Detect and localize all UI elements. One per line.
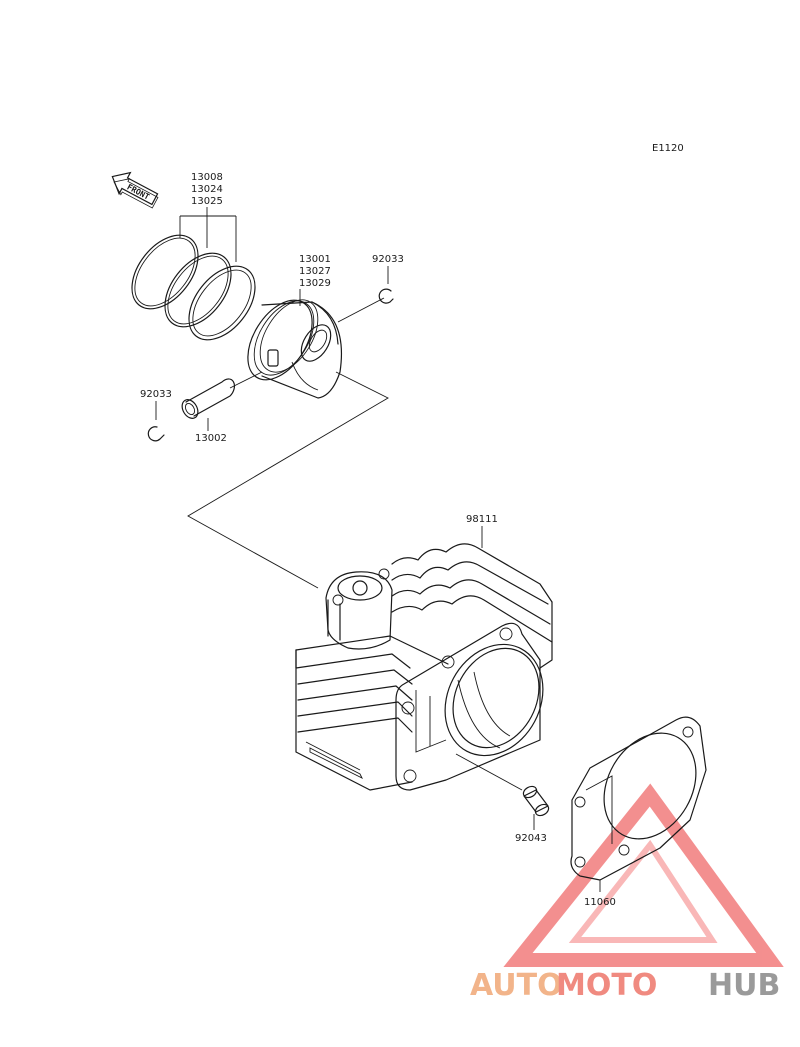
pin-axis-line-right <box>337 297 385 323</box>
label-ring-2: 13024 <box>191 184 223 195</box>
front-arrow-icon: FRONT <box>111 171 159 209</box>
dowel-pin <box>522 785 550 817</box>
ring-leader-lines <box>179 207 237 262</box>
label-circlip-right: 92033 <box>372 254 404 265</box>
label-piston-2: 13027 <box>299 266 331 277</box>
label-piston-1: 13001 <box>299 254 331 265</box>
label-circlip-left: 92033 <box>140 389 172 400</box>
cylinder-gasket <box>570 716 707 881</box>
diagram-code: E1120 <box>652 143 684 154</box>
pin-axis-line-left <box>229 371 263 389</box>
watermark-text-hub: HUB <box>708 968 780 1003</box>
piston-rings <box>131 234 256 341</box>
circlip-right <box>378 288 394 304</box>
watermark-logo: AUTO MOTO HUB <box>470 968 780 1003</box>
watermark-triangle-icon <box>503 783 784 967</box>
watermark-text-auto: AUTO <box>470 968 563 1003</box>
label-piston-3: 13029 <box>299 278 331 289</box>
dowel-axis-line <box>455 753 523 791</box>
watermark-text-moto: MOTO <box>556 968 657 1003</box>
label-ring-3: 13025 <box>191 196 223 207</box>
label-ring-1: 13008 <box>191 172 223 183</box>
label-piston-pin: 13002 <box>195 433 227 444</box>
cylinder-block <box>295 543 553 791</box>
label-dowel-pin: 92043 <box>515 833 547 844</box>
piston <box>247 299 343 399</box>
piston-pin <box>181 378 235 419</box>
assembly-line <box>187 371 389 589</box>
circlip-left <box>147 426 165 442</box>
label-cylinder: 98111 <box>466 514 498 525</box>
label-gasket: 11060 <box>584 897 616 908</box>
